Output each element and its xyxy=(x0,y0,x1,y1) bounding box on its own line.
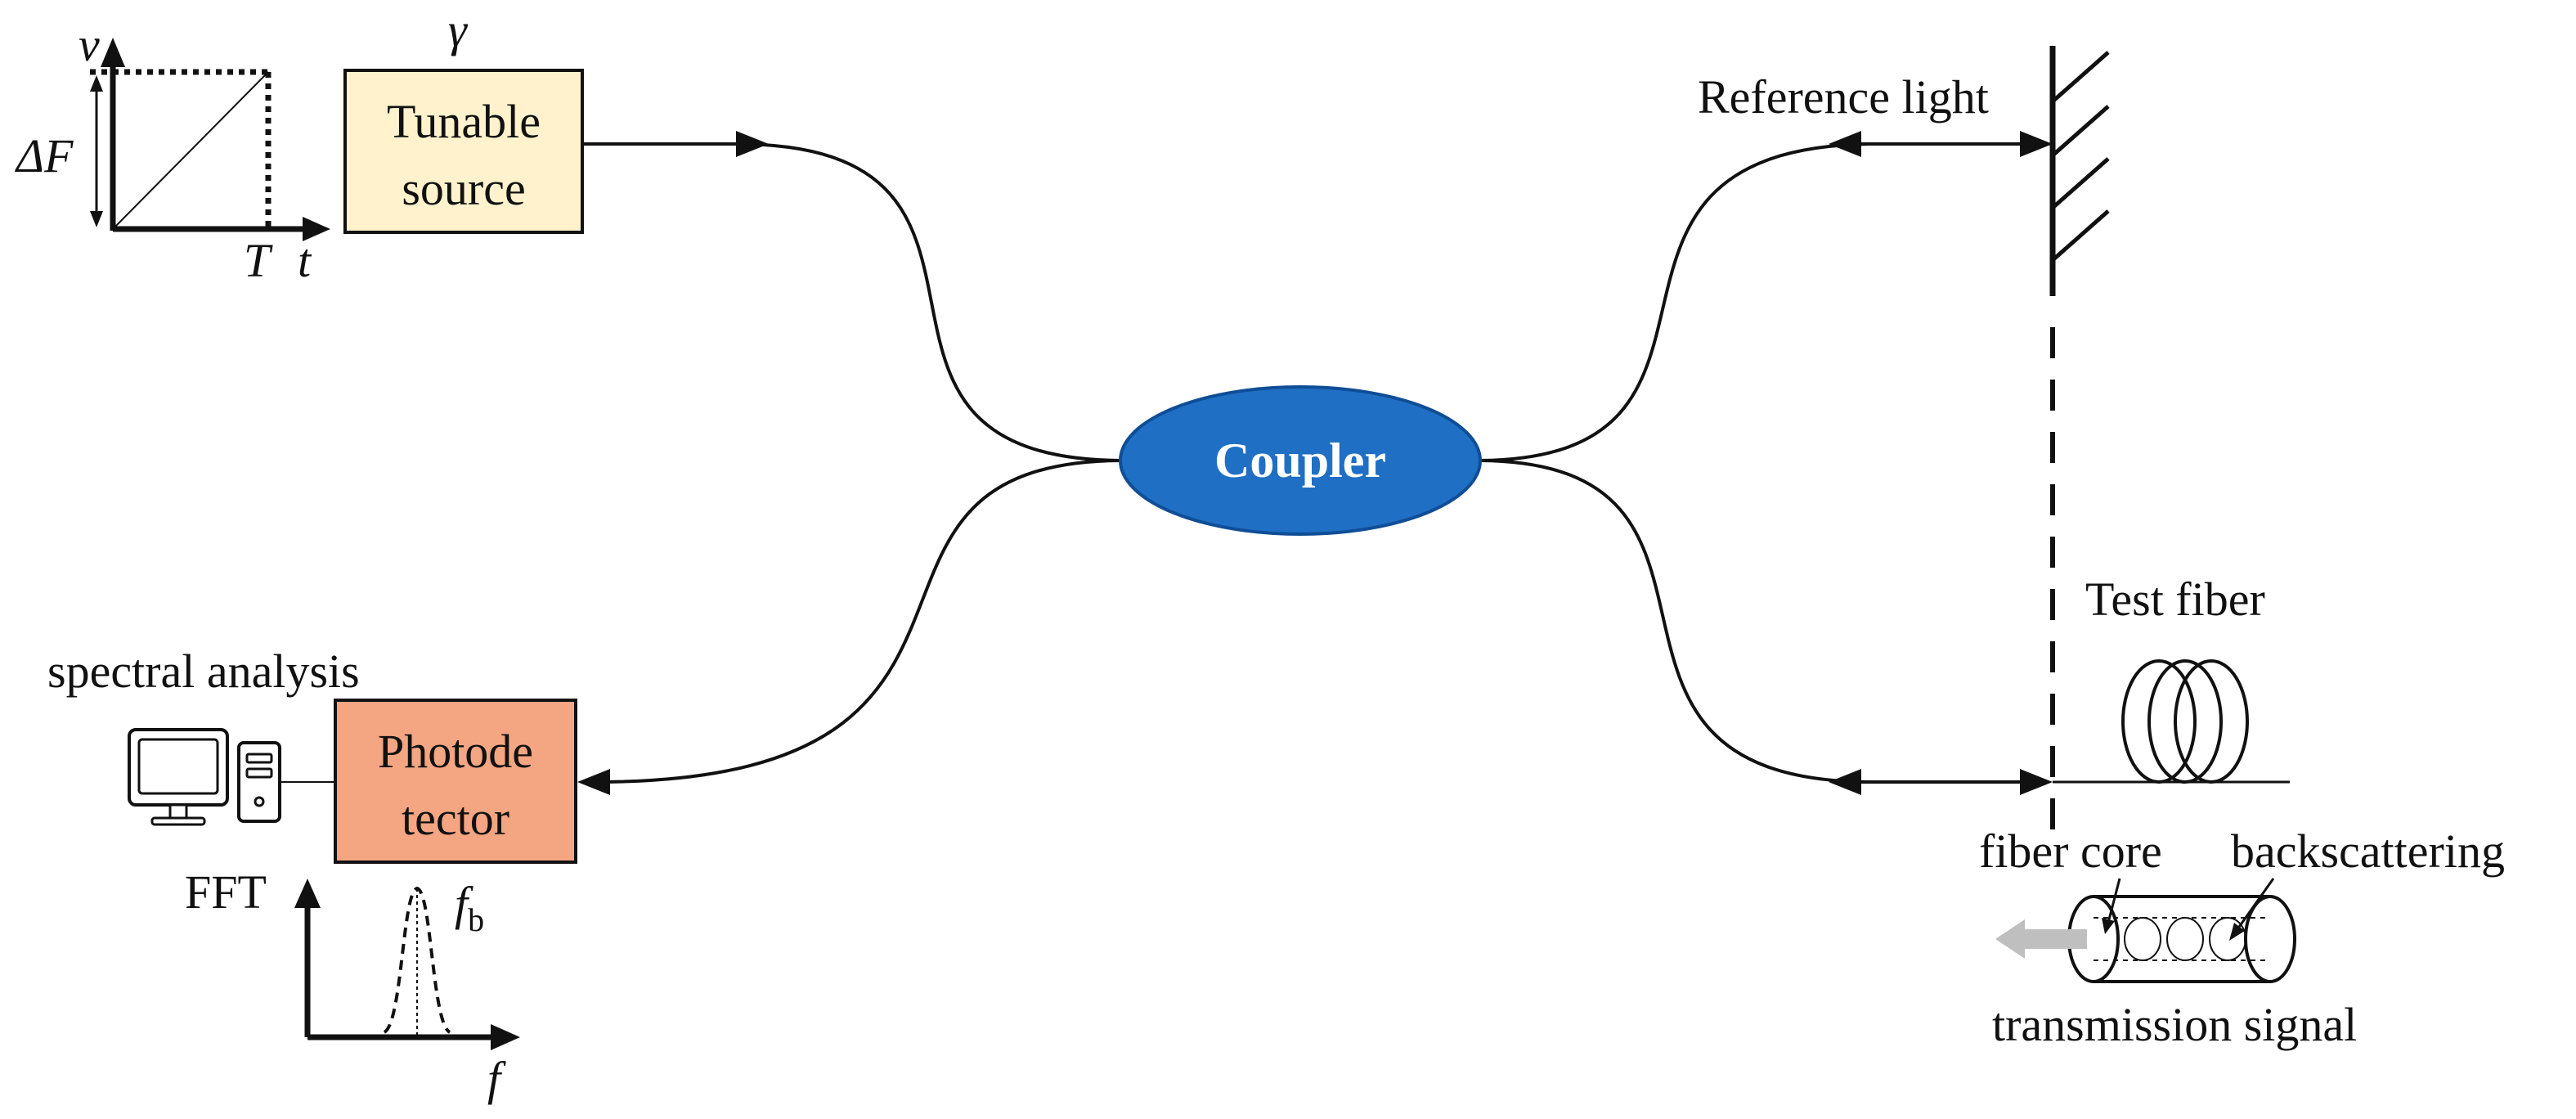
coil-loop-2 xyxy=(2147,659,2223,784)
fft-x-arrowhead xyxy=(491,1024,520,1050)
sweep-ramp-line xyxy=(112,71,269,230)
coupler-label: Coupler xyxy=(1214,434,1386,488)
delta-f-arrowhead-bottom xyxy=(90,211,103,227)
sweep-x-arrowhead xyxy=(303,217,330,241)
mirror-icon xyxy=(2049,46,2110,296)
detector-input-arrowhead xyxy=(577,769,610,795)
pc-tower-slot-1 xyxy=(245,753,273,764)
detector-fiber-curve xyxy=(595,459,1121,784)
computer-icon xyxy=(128,728,281,826)
photodetector-box: Photode tector xyxy=(334,699,577,864)
fiber-cylinder-body xyxy=(2094,895,2270,983)
pc-tower-slot-2 xyxy=(245,767,273,779)
photodetector-line2: tector xyxy=(402,792,509,845)
fft-x-label: f xyxy=(487,1052,506,1105)
photodetector-line1: Photode xyxy=(378,725,533,778)
coil-loop-1 xyxy=(2121,659,2197,784)
fft-peak-label: fb xyxy=(455,877,484,938)
coupler-ellipse xyxy=(1119,385,1482,536)
monitor-screen xyxy=(137,738,219,795)
transmission-signal-arrow xyxy=(1995,919,2087,959)
monitor-base xyxy=(150,816,206,826)
fft-y-label: FFT xyxy=(185,865,267,919)
backscattering-label: backscattering xyxy=(2231,825,2505,878)
fft-y-arrowhead xyxy=(294,879,321,908)
tunable-source-line2: source xyxy=(402,162,525,215)
fft-peak-subscript: b xyxy=(468,901,484,938)
fft-inset: FFT fb f xyxy=(185,865,520,1105)
tunable-source-box: Tunable source xyxy=(343,69,584,234)
mirror-hatch-1 xyxy=(2051,51,2110,103)
fiber-core-label: fiber core xyxy=(1979,825,2162,878)
scatter-ring-2 xyxy=(2166,917,2204,961)
mirror-hatch-4 xyxy=(2051,209,2110,262)
transmission-signal-label: transmission signal xyxy=(1992,998,2357,1051)
tunable-source-rect xyxy=(343,69,584,234)
sweep-period-label: T xyxy=(244,234,273,287)
scatter-ring-1 xyxy=(2124,917,2161,961)
reference-arrowhead-left xyxy=(1829,131,1861,157)
photodetector-rect xyxy=(334,699,577,864)
sweep-y-label: ν xyxy=(79,18,100,71)
fiber-core-pointer-head xyxy=(2102,918,2115,934)
scatter-ring-3 xyxy=(2209,917,2246,961)
backscatter-pointer xyxy=(2236,878,2275,930)
spectral-analysis-label: spectral analysis xyxy=(47,645,360,698)
sweep-y-arrowhead xyxy=(101,38,125,67)
mirror-hatch-2 xyxy=(2051,105,2110,157)
delta-f-label: ΔF xyxy=(15,129,74,182)
backscatter-pointer-head xyxy=(2229,923,2245,941)
input-fiber-curve xyxy=(735,142,1121,462)
mirror-hatch-3 xyxy=(2051,157,2110,209)
sweep-x-label: t xyxy=(298,234,312,287)
test-arm-curve xyxy=(1479,459,1874,784)
reference-arm-curve xyxy=(1479,142,1874,462)
delta-f-arrowhead-top xyxy=(90,75,103,92)
fiber-core-pointer xyxy=(2107,878,2121,924)
test-arrowhead-right xyxy=(2020,769,2053,795)
coupler: Coupler xyxy=(1119,385,1482,536)
reference-light-label: Reference light xyxy=(1698,70,1989,124)
fiber-core-inset xyxy=(1995,878,2296,983)
coil-loop-3 xyxy=(2174,659,2249,784)
monitor-neck xyxy=(168,803,188,820)
fiber-coil-icon xyxy=(2053,659,2290,784)
test-fiber-label: Test fiber xyxy=(2085,573,2265,626)
test-arrowhead-left xyxy=(1829,769,1861,795)
pc-tower-button xyxy=(254,796,265,807)
tunable-source-line1: Tunable xyxy=(387,95,541,148)
sweep-inset: ν ΔF T t xyxy=(15,18,330,287)
tunable-source-symbol: γ xyxy=(448,3,469,56)
reference-arrowhead-right xyxy=(2020,131,2053,157)
